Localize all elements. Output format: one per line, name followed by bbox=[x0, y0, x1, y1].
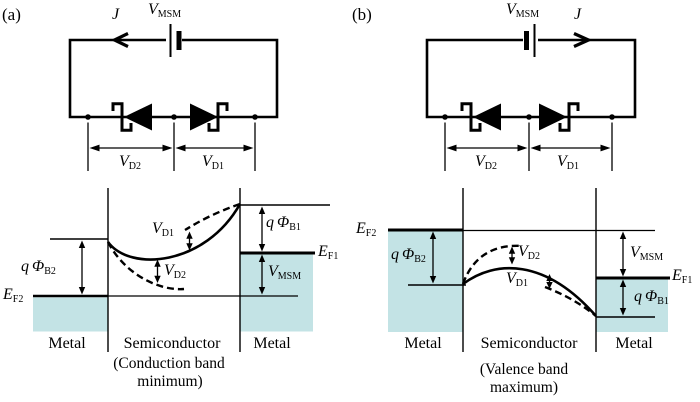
vd1-arrow-a bbox=[186, 231, 193, 251]
vd2-dimension-arrow-b bbox=[446, 144, 528, 152]
battery-icon-a bbox=[169, 24, 182, 57]
valence-band-biased-curve-b bbox=[462, 266, 597, 317]
vd1-arrow-b bbox=[546, 274, 553, 289]
vd2-label-circuit-a: VD2 bbox=[119, 153, 142, 172]
circuit-b-extension-lines bbox=[444, 122, 613, 171]
region-label-semiconductor-b: Semiconductor bbox=[480, 335, 578, 352]
vd2-dimension-arrow-a bbox=[89, 144, 173, 152]
conduction-band-dashed-right-a bbox=[184, 202, 241, 232]
vmsm-arrow-a bbox=[258, 254, 266, 295]
schottky-diode-left-a-icon bbox=[111, 102, 152, 132]
ef2-label-b: EF2 bbox=[356, 220, 377, 239]
battery-voltage-label-b: VMSM bbox=[506, 1, 540, 20]
ef1-label-b: EF1 bbox=[672, 267, 693, 286]
qphib2-arrow-a bbox=[78, 240, 86, 295]
current-label-a: J bbox=[112, 6, 120, 23]
vd2-label-circuit-b: VD2 bbox=[475, 153, 498, 172]
vd1-dimension-arrow-a bbox=[175, 144, 254, 152]
band-note-line2-b: maximum) bbox=[489, 379, 559, 396]
circuit-a bbox=[68, 24, 279, 171]
region-label-semiconductor-a: Semiconductor bbox=[123, 335, 221, 352]
vd1-dimension-arrow-b bbox=[530, 144, 611, 152]
qphib2-arrow-b bbox=[429, 231, 437, 284]
vmsm-label-band-b: VMSM bbox=[630, 244, 664, 263]
region-label-metal-left-b: Metal bbox=[404, 335, 442, 352]
metal-region-right-b bbox=[596, 279, 668, 332]
circuit-a-extension-lines bbox=[87, 122, 256, 171]
schottky-diode-right-b-icon bbox=[539, 102, 580, 132]
vd2-arrow-b bbox=[508, 246, 516, 265]
battery-icon-b bbox=[524, 24, 536, 57]
metal-region-left-b bbox=[388, 231, 463, 332]
schottky-diode-left-b-icon bbox=[460, 102, 501, 132]
conduction-band-biased-curve-a bbox=[106, 203, 242, 261]
schottky-diode-right-a-icon bbox=[190, 102, 229, 132]
metal-region-right-a bbox=[240, 254, 313, 332]
circuit-b bbox=[425, 24, 637, 171]
band-diagram-b bbox=[388, 188, 670, 352]
vd1-label-circuit-b: VD1 bbox=[557, 153, 580, 172]
current-arrow-right-icon bbox=[573, 32, 593, 48]
battery-voltage-label-a: VMSM bbox=[148, 1, 182, 20]
ef2-label-a: EF2 bbox=[3, 286, 24, 305]
panel-b-tag: (b) bbox=[352, 5, 372, 24]
band-diagram-a bbox=[33, 188, 330, 352]
current-arrow-left-icon bbox=[110, 32, 129, 48]
vd1-label-band-a: VD1 bbox=[152, 220, 175, 239]
region-label-metal-left-a: Metal bbox=[48, 335, 86, 352]
vmsm-label-band-a: VMSM bbox=[268, 263, 302, 282]
vd2-arrow-a bbox=[154, 259, 161, 283]
vd2-label-band-b: VD2 bbox=[518, 243, 541, 262]
vd2-label-band-a: VD2 bbox=[164, 262, 187, 281]
valence-band-dashed-left-b bbox=[461, 244, 523, 285]
vmsm-arrow-b bbox=[619, 231, 627, 277]
vd1-label-circuit-a: VD1 bbox=[202, 153, 225, 172]
current-label-b: J bbox=[574, 6, 582, 23]
region-label-metal-right-a: Metal bbox=[253, 335, 291, 352]
band-note-line2-a: minimum) bbox=[137, 373, 203, 390]
vd1-label-band-b: VD1 bbox=[506, 270, 529, 289]
circuit-a-nodes bbox=[85, 114, 258, 120]
band-note-line1-a: (Conduction band bbox=[113, 355, 225, 372]
qphib1-arrow-b bbox=[619, 279, 627, 316]
ef1-label-a: EF1 bbox=[318, 243, 339, 262]
circuit-b-nodes bbox=[442, 114, 615, 120]
panel-a-tag: (a) bbox=[2, 5, 21, 24]
qphib1-arrow-a bbox=[258, 206, 266, 252]
region-label-metal-right-b: Metal bbox=[615, 335, 653, 352]
band-note-line1-b: (Valence band bbox=[479, 361, 569, 378]
metal-region-left-a bbox=[33, 297, 108, 332]
circuit-b-wire bbox=[425, 38, 637, 119]
circuit-a-wire bbox=[68, 38, 279, 119]
